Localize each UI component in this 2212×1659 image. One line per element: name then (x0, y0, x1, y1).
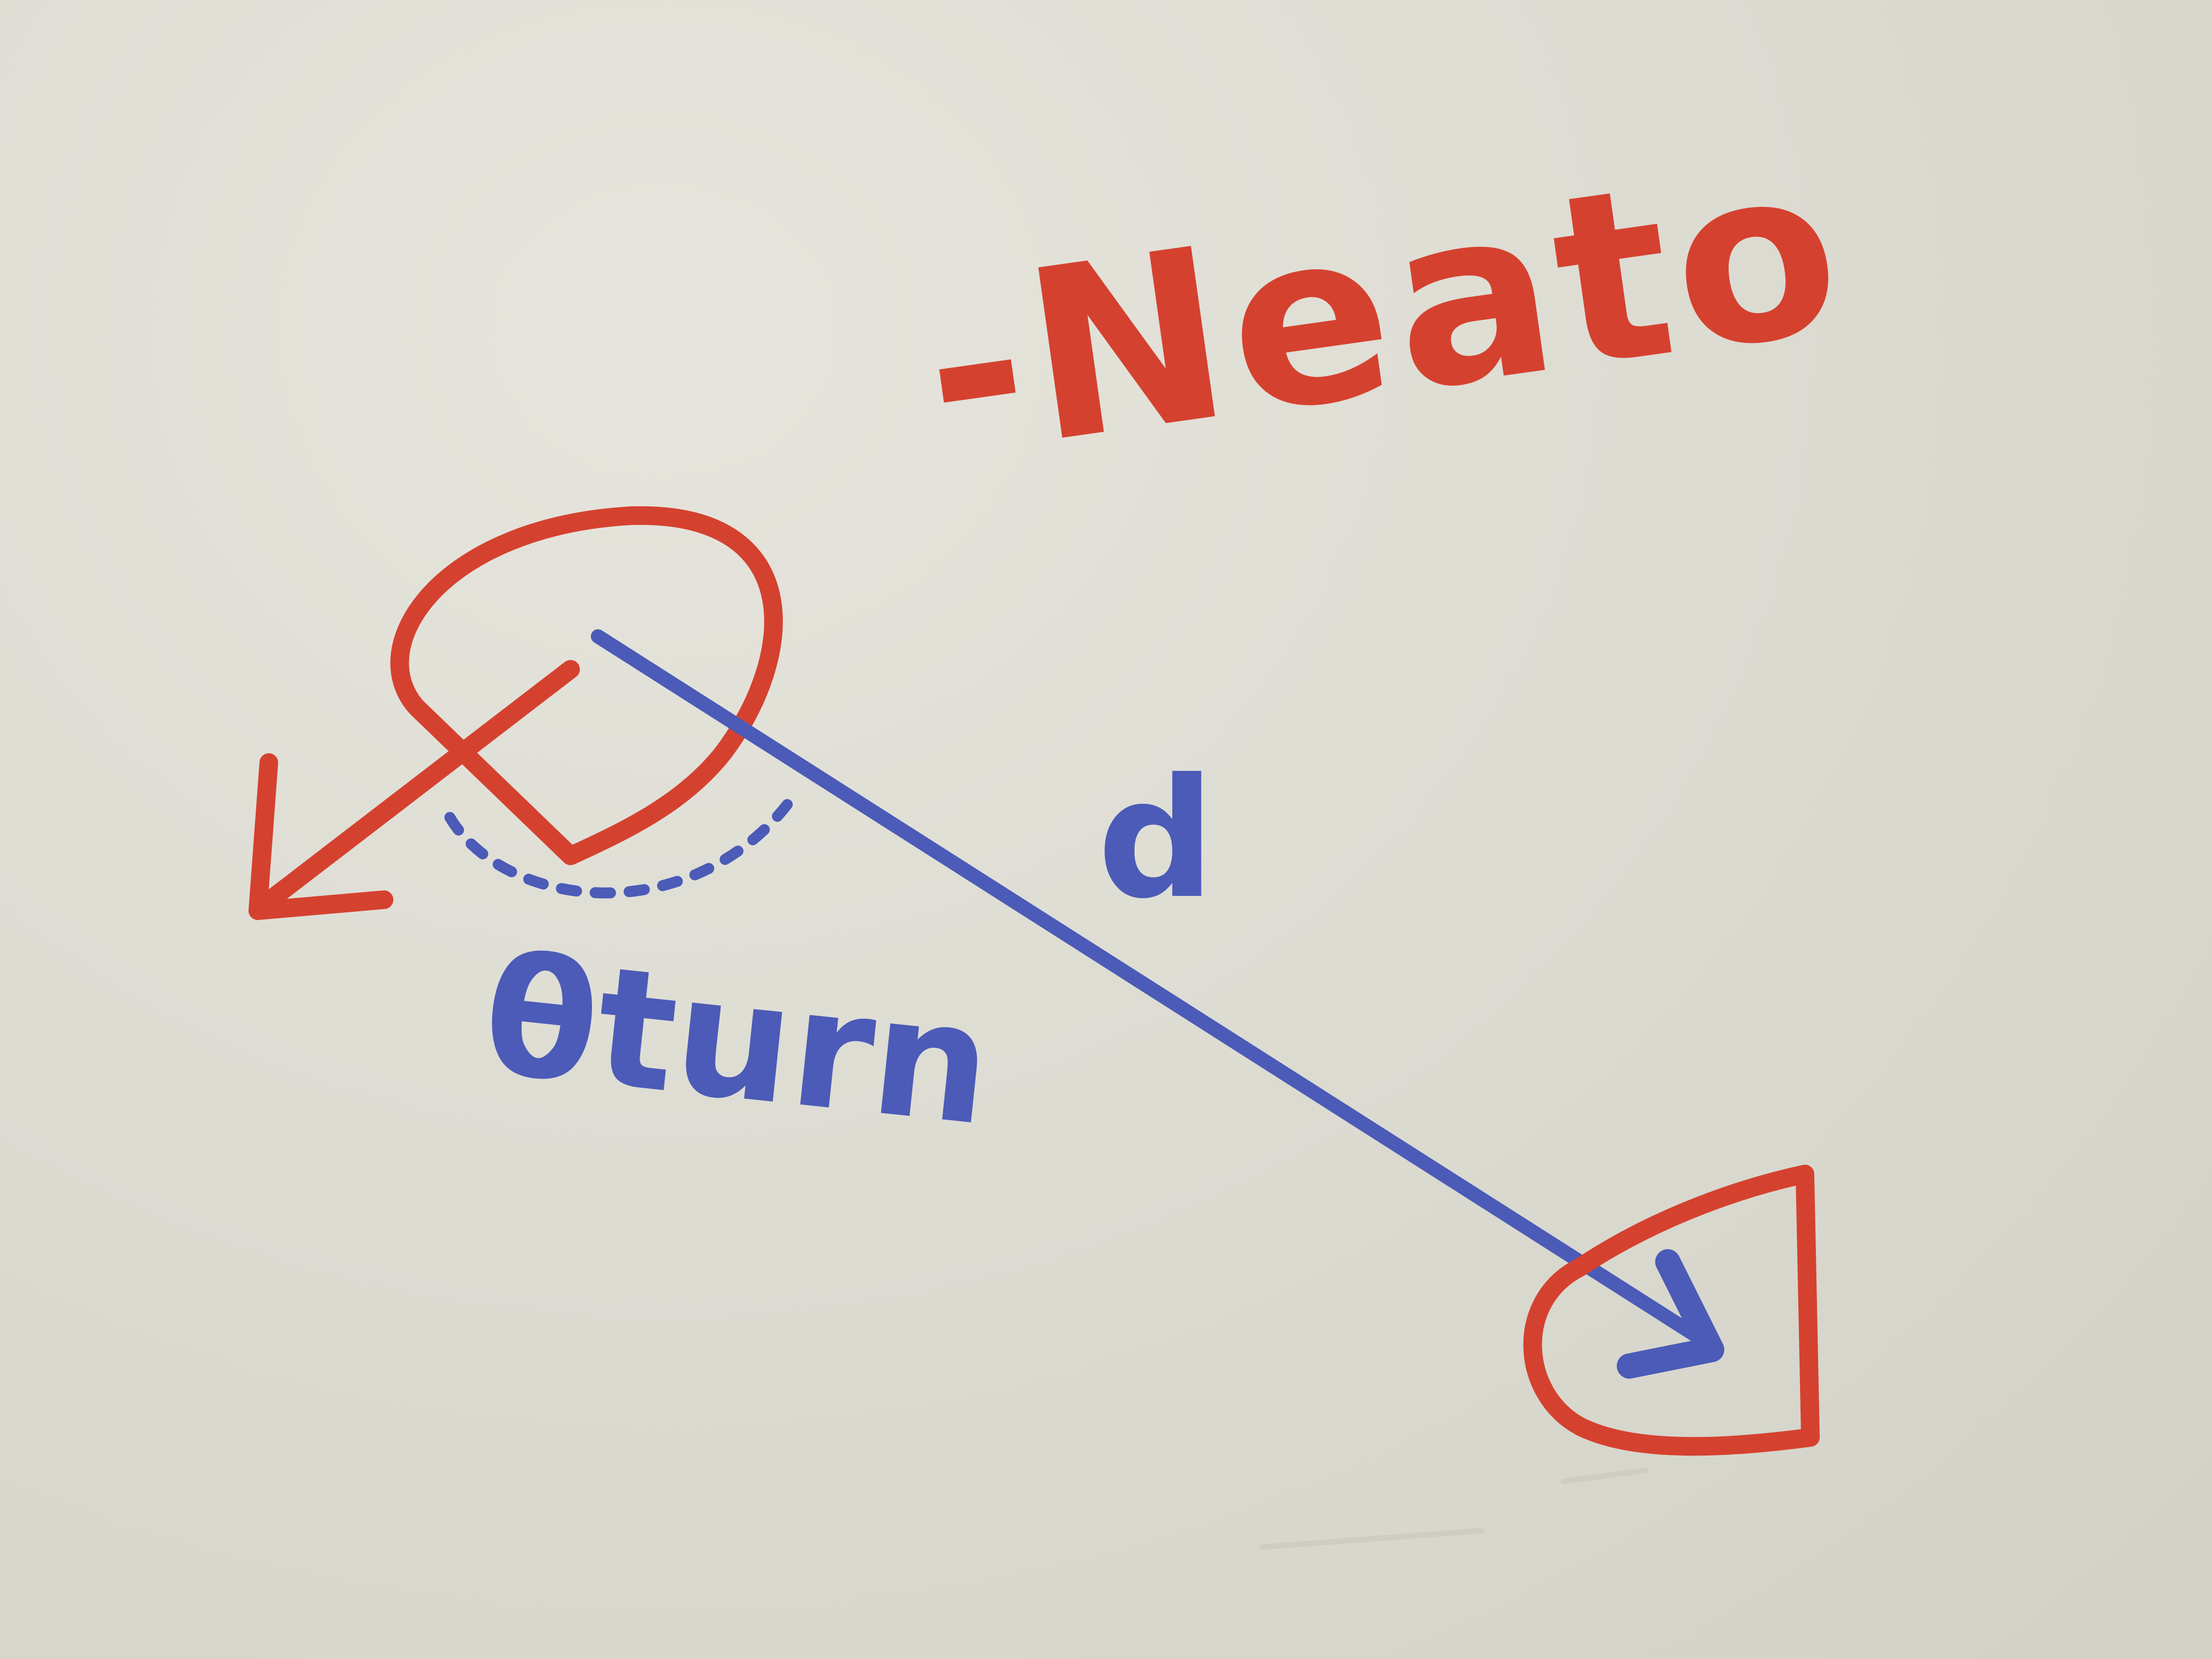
turn-angle-label: θturn (475, 919, 1000, 1163)
distance-arrow-head (1617, 1249, 1724, 1379)
distance-label: d (1097, 743, 1215, 935)
distance-line (591, 629, 1708, 1346)
heading-arrow-head (249, 753, 393, 920)
heading-arrow-shaft (254, 660, 580, 915)
robot-goal-outline (1523, 1165, 1820, 1456)
board-smudge (1561, 1468, 1649, 1484)
turn-angle-arc (444, 795, 795, 899)
robot-start-outline (390, 506, 783, 865)
board-smudge (1259, 1528, 1484, 1550)
